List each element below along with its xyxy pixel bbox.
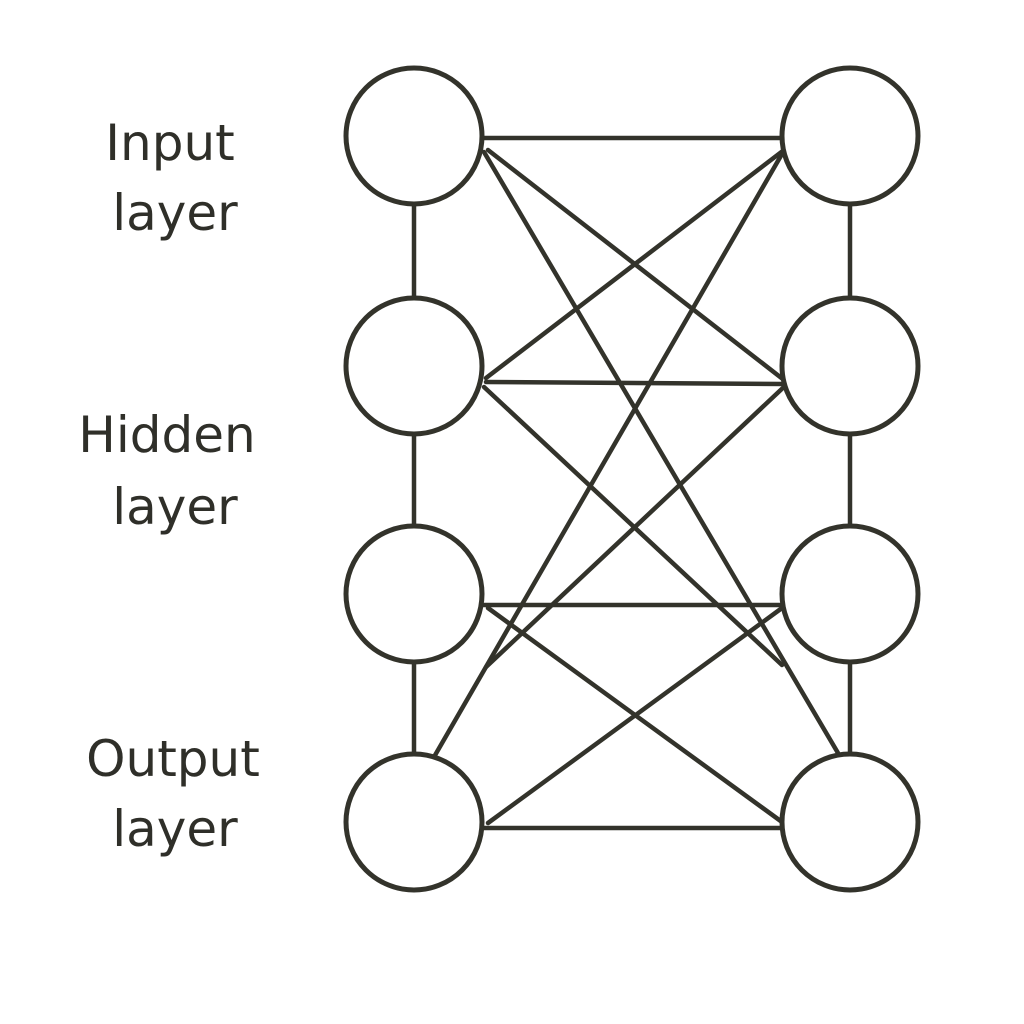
node-right-2 xyxy=(779,295,921,437)
hidden-layer-label-line1: Hidden xyxy=(78,406,255,464)
edge-r2-l3 xyxy=(483,382,789,670)
node-right-3 xyxy=(779,523,921,665)
hidden-layer-label-line2: layer xyxy=(112,478,238,536)
output-layer-label-line2: layer xyxy=(112,800,238,858)
edge-r1-l2 xyxy=(483,147,787,381)
output-layer-label-line1: Output xyxy=(86,730,260,788)
input-layer-label-line2: layer xyxy=(112,184,238,242)
node-right-4 xyxy=(779,751,921,893)
edge-r1-l4 xyxy=(431,144,789,760)
node-right-1 xyxy=(779,65,921,207)
edges xyxy=(411,135,853,831)
input-layer-label-line1: Input xyxy=(105,114,234,172)
node-left-1 xyxy=(343,65,485,207)
node-left-3 xyxy=(343,523,485,665)
edge-l2-r2 xyxy=(483,379,787,387)
edge-l1-r4 xyxy=(481,149,841,756)
nodes xyxy=(343,65,921,893)
node-left-4 xyxy=(343,751,485,893)
node-left-2 xyxy=(343,295,485,437)
layer-labels: Input layer Hidden layer Output layer xyxy=(78,114,260,858)
edge-r3-l4 xyxy=(485,605,785,826)
